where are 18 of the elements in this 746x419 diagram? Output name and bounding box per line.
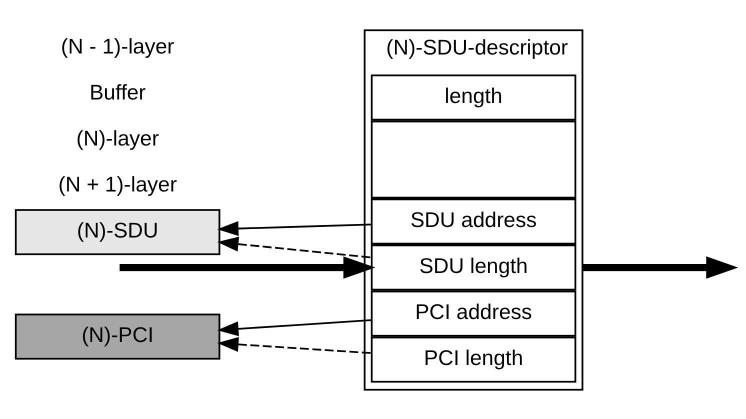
node-box: (N)-PCI [14,313,220,360]
node-box: length [370,74,576,120]
arrow [217,236,372,258]
arrow [582,256,738,278]
node-box: PCI length [370,336,576,382]
node-box: PCI address [370,290,576,336]
label: (N - 1)-layer [60,34,174,58]
arrow [120,256,376,278]
label: Buffer [89,80,146,104]
arrow [217,220,372,236]
arrow [217,336,372,354]
label: (N + 1)-layer [58,172,177,196]
node-box: SDU length [370,244,576,290]
node-box [370,120,576,198]
node-box: (N)-SDU [14,208,220,255]
node-box: SDU address [370,198,576,244]
label: (N)-layer [76,126,159,150]
arrow [217,318,372,336]
